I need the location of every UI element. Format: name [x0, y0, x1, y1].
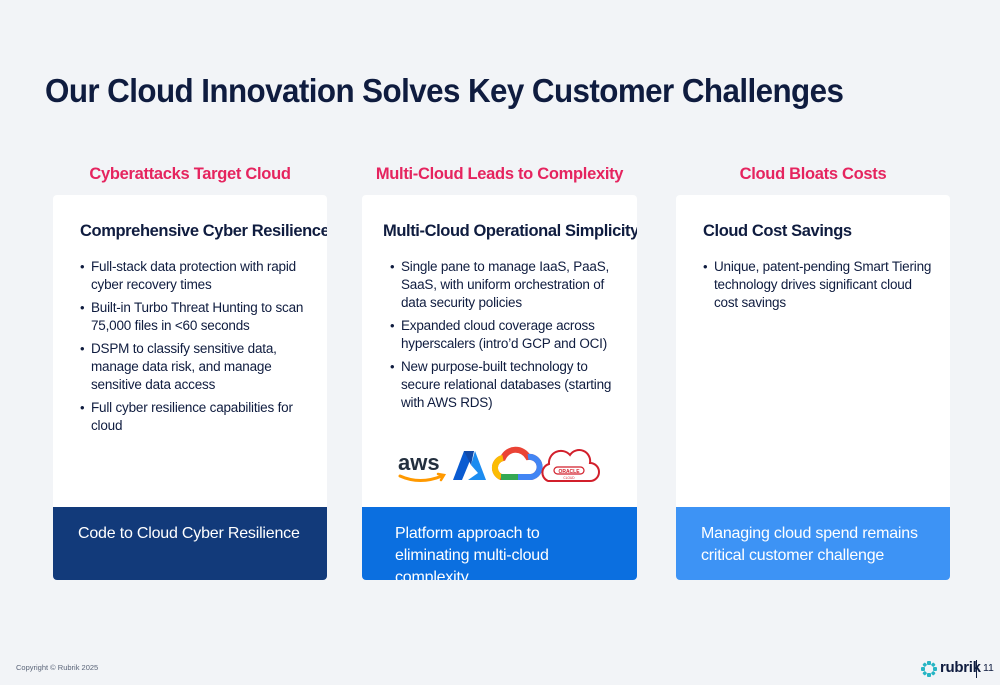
- card-footer: Managing cloud spend remains critical cu…: [676, 507, 950, 580]
- bullet-item: Single pane to manage IaaS, PaaS, SaaS, …: [390, 258, 619, 312]
- aws-logo: aws: [398, 450, 447, 482]
- bullet-item: Built-in Turbo Threat Hunting to scan 75…: [80, 299, 309, 335]
- brand-mark: rubrik 11: [921, 658, 996, 680]
- bullet-list: Unique, patent-pending Smart Tiering tec…: [703, 258, 932, 317]
- card-title: Comprehensive Cyber Resilience: [80, 222, 327, 240]
- column-header-multicloud: Multi-Cloud Leads to Complexity: [375, 165, 624, 183]
- google-cloud-icon: [491, 446, 543, 480]
- azure-icon: [453, 451, 486, 480]
- brand-divider: [976, 660, 977, 678]
- bullet-list: Single pane to manage IaaS, PaaS, SaaS, …: [390, 258, 619, 417]
- bullet-item: New purpose-built technology to secure r…: [390, 358, 619, 412]
- card-footer: Code to Cloud Cyber Resilience: [53, 507, 327, 580]
- bullet-item: DSPM to classify sensitive data, manage …: [80, 340, 309, 394]
- rubrik-logo-icon: [921, 661, 937, 677]
- bullet-item: Unique, patent-pending Smart Tiering tec…: [703, 258, 932, 312]
- copyright-text: Copyright © Rubrik 2025: [16, 663, 99, 672]
- card-multicloud-simplicity: Multi-Cloud Operational Simplicity Singl…: [362, 195, 637, 580]
- aws-logo-text: aws: [398, 450, 440, 475]
- bullet-item: Full cyber resilience capabilities for c…: [80, 399, 309, 435]
- oracle-logo-text: ORACLE: [558, 469, 580, 475]
- oracle-cloud-logo: ORACLE CLOUD: [541, 449, 600, 482]
- bullet-item: Full-stack data protection with rapid cy…: [80, 258, 309, 294]
- bullet-item: Expanded cloud coverage across hyperscal…: [390, 317, 619, 353]
- card-title: Multi-Cloud Operational Simplicity: [383, 222, 637, 240]
- card-title: Cloud Cost Savings: [703, 222, 852, 240]
- column-header-cyberattacks: Cyberattacks Target Cloud: [89, 165, 291, 183]
- column-header-costs: Cloud Bloats Costs: [739, 165, 887, 183]
- card-cyber-resilience: Comprehensive Cyber Resilience Full-stac…: [53, 195, 327, 580]
- page-number: 11: [983, 662, 994, 674]
- card-cost-savings: Cloud Cost Savings Unique, patent-pendin…: [676, 195, 950, 580]
- card-footer: Platform approach to eliminating multi-c…: [362, 507, 637, 580]
- brand-name: rubrik: [940, 659, 981, 676]
- cloud-provider-logos: aws ORACLE CLOUD: [398, 443, 608, 487]
- oracle-logo-subtext: CLOUD: [563, 476, 575, 480]
- cloud-logos-svg: aws ORACLE CLOUD: [398, 446, 600, 482]
- bullet-list: Full-stack data protection with rapid cy…: [80, 258, 309, 440]
- slide-title: Our Cloud Innovation Solves Key Customer…: [45, 72, 844, 109]
